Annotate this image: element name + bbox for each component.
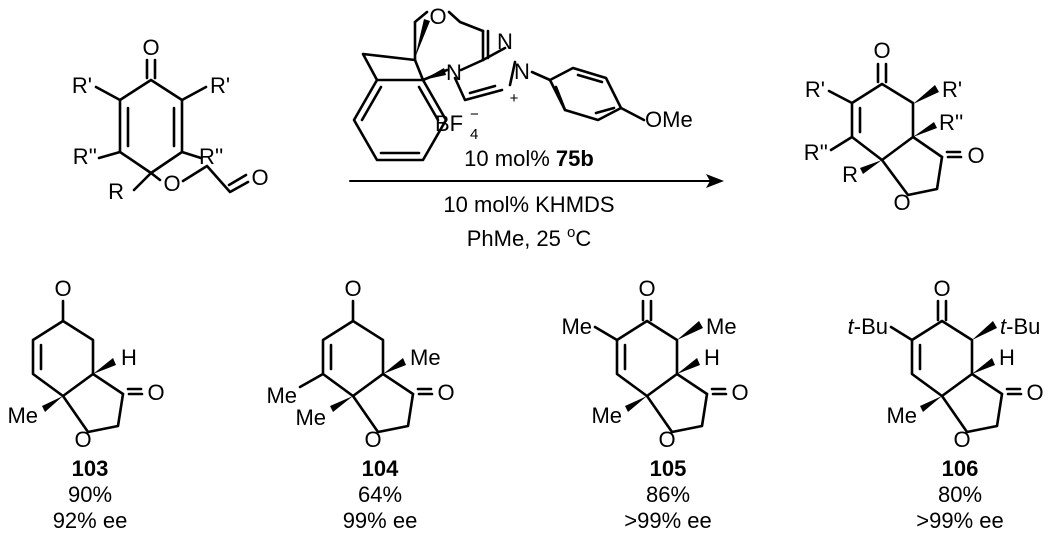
example-104: O Me Me Me O O 104 64% 99% ee — [266, 276, 454, 533]
condition-catalyst-loading: 10 mol% — [464, 146, 556, 171]
cat-n-top: N — [497, 29, 513, 54]
condition-base: 10 mol% KHMDS — [443, 192, 614, 217]
ex106-tbu-right-t: t — [1000, 314, 1007, 339]
sm-r1-right: R' — [210, 73, 230, 98]
product-r: R — [842, 162, 858, 187]
ex105-id: 105 — [650, 456, 687, 481]
ex104-ee: 99% ee — [343, 508, 418, 533]
ex105-me-left: Me — [561, 314, 592, 339]
condition-degree: o — [567, 224, 575, 241]
sm-r2-right: R'' — [199, 144, 223, 169]
ex104-yield: 64% — [358, 482, 402, 507]
ex103-id: 103 — [72, 456, 109, 481]
cat-oxygen: O — [429, 4, 446, 29]
condition-solvent: PhMe, 25 — [467, 226, 567, 251]
ex105-ketone-o: O — [731, 380, 748, 405]
ex105-ee: >99% ee — [624, 508, 711, 533]
ex103-yield: 90% — [68, 482, 112, 507]
ex105-me-right: Me — [706, 314, 737, 339]
sm-oxo-o: O — [142, 35, 159, 60]
ex104-ketone-o: O — [437, 380, 454, 405]
ex104-id: 104 — [362, 456, 399, 481]
ex103-me: Me — [7, 403, 38, 428]
ex104-me-bottom: Me — [295, 405, 326, 430]
product-ring-o: O — [893, 190, 910, 215]
ex106-ring-o: O — [953, 427, 970, 452]
ex103-oxo-o: O — [54, 276, 71, 301]
example-106: O t-Bu t-Bu H O Me O 106 80% >99% ee — [848, 276, 1044, 533]
ex106-oxo-o: O — [933, 276, 950, 301]
sm-ether-o: O — [163, 171, 180, 196]
ex106-ketone-o: O — [1026, 380, 1043, 405]
ex106-tbu-left-t: t — [848, 314, 855, 339]
ex106-yield: 80% — [938, 482, 982, 507]
product: O R' R' R'' R'' R O O — [804, 38, 985, 215]
ex103-ketone-o: O — [147, 380, 164, 405]
cat-n-ring: N — [446, 60, 462, 85]
ex104-me-right: Me — [410, 345, 441, 370]
ex105-h: H — [704, 345, 720, 370]
reaction-arrow-head — [706, 174, 724, 188]
sm-r1-left: R' — [72, 73, 92, 98]
ex105-ring-o: O — [658, 427, 675, 452]
cat-plus-charge: + — [510, 90, 519, 107]
example-105: O Me Me H O Me O 105 86% >99% ee — [561, 276, 748, 533]
product-r1-right: R' — [942, 77, 962, 102]
ex105-oxo-o: O — [638, 276, 655, 301]
ex103-h: H — [121, 345, 137, 370]
ex106-tbu-right: t-Bu — [1000, 314, 1040, 339]
condition-catalyst: 10 mol% 75b — [464, 146, 594, 171]
starting-material: O R' R' R'' R'' R O O — [72, 35, 269, 204]
condition-temp-unit: C — [575, 226, 591, 251]
ex105-yield: 86% — [646, 482, 690, 507]
ex104-oxo-o: O — [344, 276, 361, 301]
ex106-h: H — [999, 345, 1015, 370]
ex106-ee: >99% ee — [916, 508, 1003, 533]
ex106-me: Me — [886, 403, 917, 428]
ex106-tbu-left: t-Bu — [848, 314, 888, 339]
product-oxo-o: O — [873, 38, 890, 63]
ex106-id: 106 — [942, 456, 979, 481]
ex106-tbu-right-bu: -Bu — [1006, 314, 1040, 339]
product-r2-right: R'' — [939, 110, 963, 135]
ex103-ring-o: O — [74, 427, 91, 452]
sm-aldehyde-o: O — [251, 165, 268, 190]
sm-r2-left: R'' — [73, 144, 97, 169]
cat-counterion: BF — [435, 111, 463, 136]
conditions: 10 mol% 75b 10 mol% KHMDS PhMe, 25 oC — [349, 146, 724, 251]
ex105-me-bottom: Me — [591, 403, 622, 428]
cat-methoxy: OMe — [645, 107, 693, 132]
ex106-tbu-left-bu: -Bu — [854, 314, 888, 339]
cat-counterion-sup: − — [470, 106, 479, 123]
ex104-me-left: Me — [266, 383, 297, 408]
example-103: O H O Me O 103 90% 92% ee — [7, 276, 164, 533]
cat-counterion-sub: 4 — [470, 126, 478, 143]
product-ketone-o: O — [967, 143, 984, 168]
product-r2-left: R'' — [804, 140, 828, 165]
catalyst-structure: O N N N + OMe BF 4 − — [352, 4, 693, 162]
condition-solvent-temp: PhMe, 25 oC — [467, 224, 592, 251]
ex103-ee: 92% ee — [53, 508, 128, 533]
ex104-ring-o: O — [364, 427, 381, 452]
condition-catalyst-id: 75b — [556, 146, 594, 171]
product-r1-left: R' — [805, 77, 825, 102]
cat-n-aryl: N — [514, 59, 530, 84]
sm-r: R — [108, 179, 124, 204]
